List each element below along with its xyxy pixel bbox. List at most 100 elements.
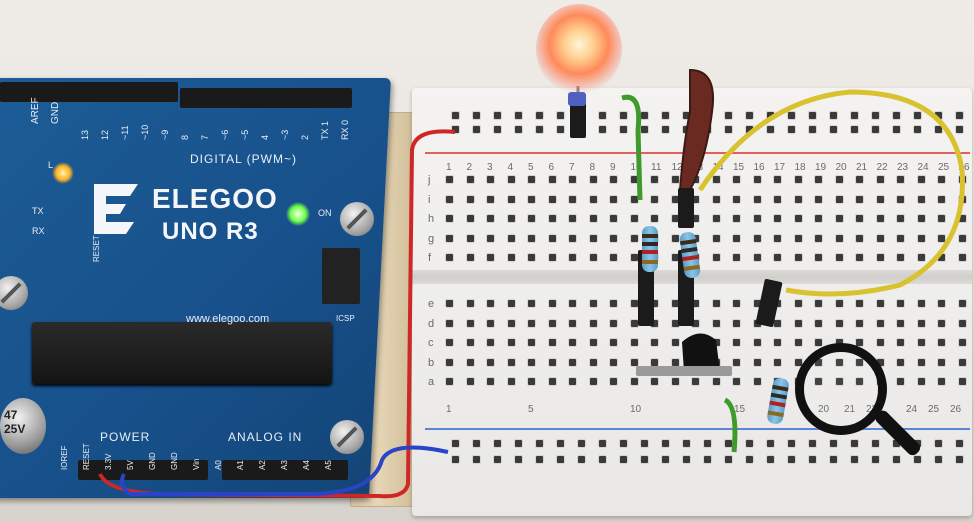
yellow-wire-jack <box>755 279 783 327</box>
terminal-hole <box>446 254 453 261</box>
terminal-hole <box>507 378 515 385</box>
column-number: 10 <box>630 404 642 415</box>
l-label: L <box>48 160 54 170</box>
power-header <box>78 460 208 480</box>
terminal-hole <box>753 378 761 385</box>
terminal-hole <box>610 358 617 366</box>
transistor <box>682 333 720 372</box>
terminal-hole <box>938 234 945 242</box>
terminal-hole <box>876 300 884 307</box>
terminal-hole <box>856 195 863 203</box>
terminal-hole <box>815 215 822 222</box>
capacitor-voltage: 25V <box>4 422 26 436</box>
terminal-hole <box>712 319 720 327</box>
terminal-hole <box>897 195 904 203</box>
terminal-hole <box>548 215 556 222</box>
column-number: 3 <box>487 162 493 173</box>
terminal-hole <box>856 254 863 261</box>
resistor-band <box>767 410 784 418</box>
rail-hole <box>494 456 501 463</box>
terminal-hole <box>487 215 494 222</box>
terminal-hole <box>589 300 597 307</box>
mounting-screw-left <box>0 276 28 310</box>
rail-hole <box>641 440 648 447</box>
terminal-hole <box>753 234 761 242</box>
terminal-hole <box>733 339 740 346</box>
terminal-hole <box>835 195 843 203</box>
terminal-hole <box>897 254 904 261</box>
terminal-hole <box>446 234 453 242</box>
terminal-hole <box>774 254 781 261</box>
digital-header <box>180 88 352 108</box>
terminal-hole <box>897 300 904 307</box>
rail-hole <box>725 112 732 119</box>
terminal-hole <box>835 339 843 346</box>
terminal-hole <box>589 234 597 242</box>
terminal-hole <box>507 300 515 307</box>
red-wire <box>98 129 456 499</box>
rail-hole <box>515 112 522 119</box>
terminal-hole <box>671 339 679 346</box>
column-number: 10 <box>630 162 642 173</box>
rail-hole <box>620 456 627 463</box>
rail-hole <box>767 126 774 133</box>
rail-hole <box>641 112 648 119</box>
terminal-hole <box>712 300 720 307</box>
rail-hole <box>473 126 480 133</box>
terminal-hole <box>569 358 576 366</box>
rail-hole <box>452 112 459 119</box>
rail-hole <box>704 440 711 447</box>
column-number: 2 <box>466 162 473 173</box>
green-wire-top <box>621 94 643 201</box>
terminal-hole <box>876 319 884 327</box>
magnifier-icon[interactable] <box>795 343 887 435</box>
terminal-hole <box>446 378 453 385</box>
terminal-hole <box>733 300 740 307</box>
terminal-hole <box>712 215 720 222</box>
row-label: c <box>428 337 434 349</box>
terminal-hole <box>466 339 474 346</box>
column-number: 6 <box>548 162 555 173</box>
terminal-hole <box>589 254 597 261</box>
column-number: 1 <box>446 404 452 415</box>
terminal-hole <box>733 378 740 385</box>
rail-hole <box>935 126 942 133</box>
terminal-hole <box>569 300 576 307</box>
rail-hole <box>662 112 669 119</box>
terminal-hole <box>938 319 945 327</box>
row-label: h <box>428 213 435 225</box>
rail-hole <box>767 440 774 447</box>
terminal-hole <box>753 300 761 307</box>
terminal-hole <box>651 176 658 183</box>
column-number: 7 <box>569 162 575 173</box>
resistor-band <box>772 384 789 392</box>
resistor-band <box>642 234 658 238</box>
rail-hole <box>788 456 795 463</box>
rail-hole <box>767 112 774 119</box>
terminal-hole <box>610 195 617 203</box>
board-model: UNO R3 <box>162 218 259 245</box>
terminal-hole <box>774 319 781 327</box>
terminal-hole <box>487 176 494 183</box>
terminal-hole <box>794 319 802 327</box>
terminal-hole <box>917 339 925 346</box>
rail-hole <box>536 112 543 119</box>
icsp-header <box>322 248 360 304</box>
terminal-hole <box>507 234 515 242</box>
terminal-hole <box>753 176 761 183</box>
terminal-hole <box>507 254 515 261</box>
terminal-hole <box>466 215 474 222</box>
terminal-hole <box>692 215 699 222</box>
terminal-hole <box>733 234 740 242</box>
rail-hole <box>578 440 585 447</box>
rail-hole <box>830 440 837 447</box>
rail-hole <box>956 126 963 133</box>
rail-hole <box>515 126 522 133</box>
rail-hole <box>956 456 963 463</box>
rail-hole <box>767 456 774 463</box>
terminal-hole <box>548 234 556 242</box>
terminal-hole <box>651 195 658 203</box>
terminal-hole <box>733 319 740 327</box>
terminal-hole <box>589 319 597 327</box>
